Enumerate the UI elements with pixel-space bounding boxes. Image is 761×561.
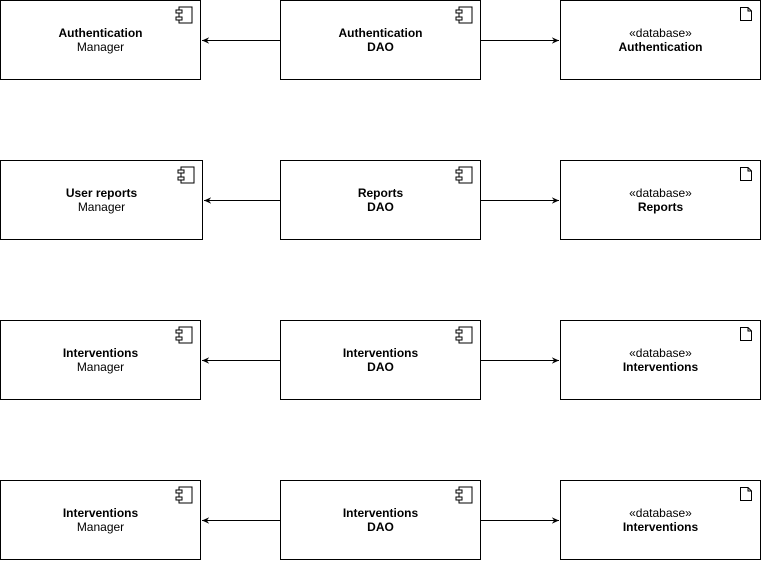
- dao-type-label: DAO: [367, 200, 394, 214]
- manager-type-label: Manager: [76, 360, 125, 374]
- manager-type-label: Manager: [76, 520, 125, 534]
- database-name: Authentication: [618, 40, 703, 54]
- manager-name: Interventions: [62, 506, 139, 520]
- database-component[interactable]: «database»Interventions: [560, 320, 761, 400]
- dao-type-label: DAO: [367, 40, 394, 54]
- document-icon: [739, 487, 753, 501]
- stereotype-label: «database»: [629, 26, 692, 40]
- component-icon: [175, 486, 193, 504]
- document-icon: [739, 7, 753, 21]
- manager-name: User reports: [65, 186, 138, 200]
- component-icon: [177, 166, 195, 184]
- manager-type-label: Manager: [77, 200, 126, 214]
- stereotype-label: «database»: [629, 186, 692, 200]
- stereotype-label: «database»: [629, 346, 692, 360]
- component-icon: [455, 6, 473, 24]
- component-icon: [175, 326, 193, 344]
- component-icon: [455, 326, 473, 344]
- database-name: Interventions: [622, 520, 699, 534]
- dao-name: Interventions: [342, 346, 419, 360]
- dao-name: Authentication: [338, 26, 423, 40]
- manager-name: Authentication: [58, 26, 143, 40]
- component-icon: [175, 6, 193, 24]
- dao-name: Reports: [357, 186, 404, 200]
- manager-name: Interventions: [62, 346, 139, 360]
- database-component[interactable]: «database»Authentication: [560, 0, 761, 80]
- database-component[interactable]: «database»Reports: [560, 160, 761, 240]
- dao-type-label: DAO: [367, 360, 394, 374]
- dao-type-label: DAO: [367, 520, 394, 534]
- component-icon: [455, 166, 473, 184]
- dao-name: Interventions: [342, 506, 419, 520]
- manager-type-label: Manager: [76, 40, 125, 54]
- document-icon: [739, 327, 753, 341]
- database-name: Reports: [637, 200, 684, 214]
- database-component[interactable]: «database»Interventions: [560, 480, 761, 560]
- component-icon: [455, 486, 473, 504]
- document-icon: [739, 167, 753, 181]
- stereotype-label: «database»: [629, 506, 692, 520]
- database-name: Interventions: [622, 360, 699, 374]
